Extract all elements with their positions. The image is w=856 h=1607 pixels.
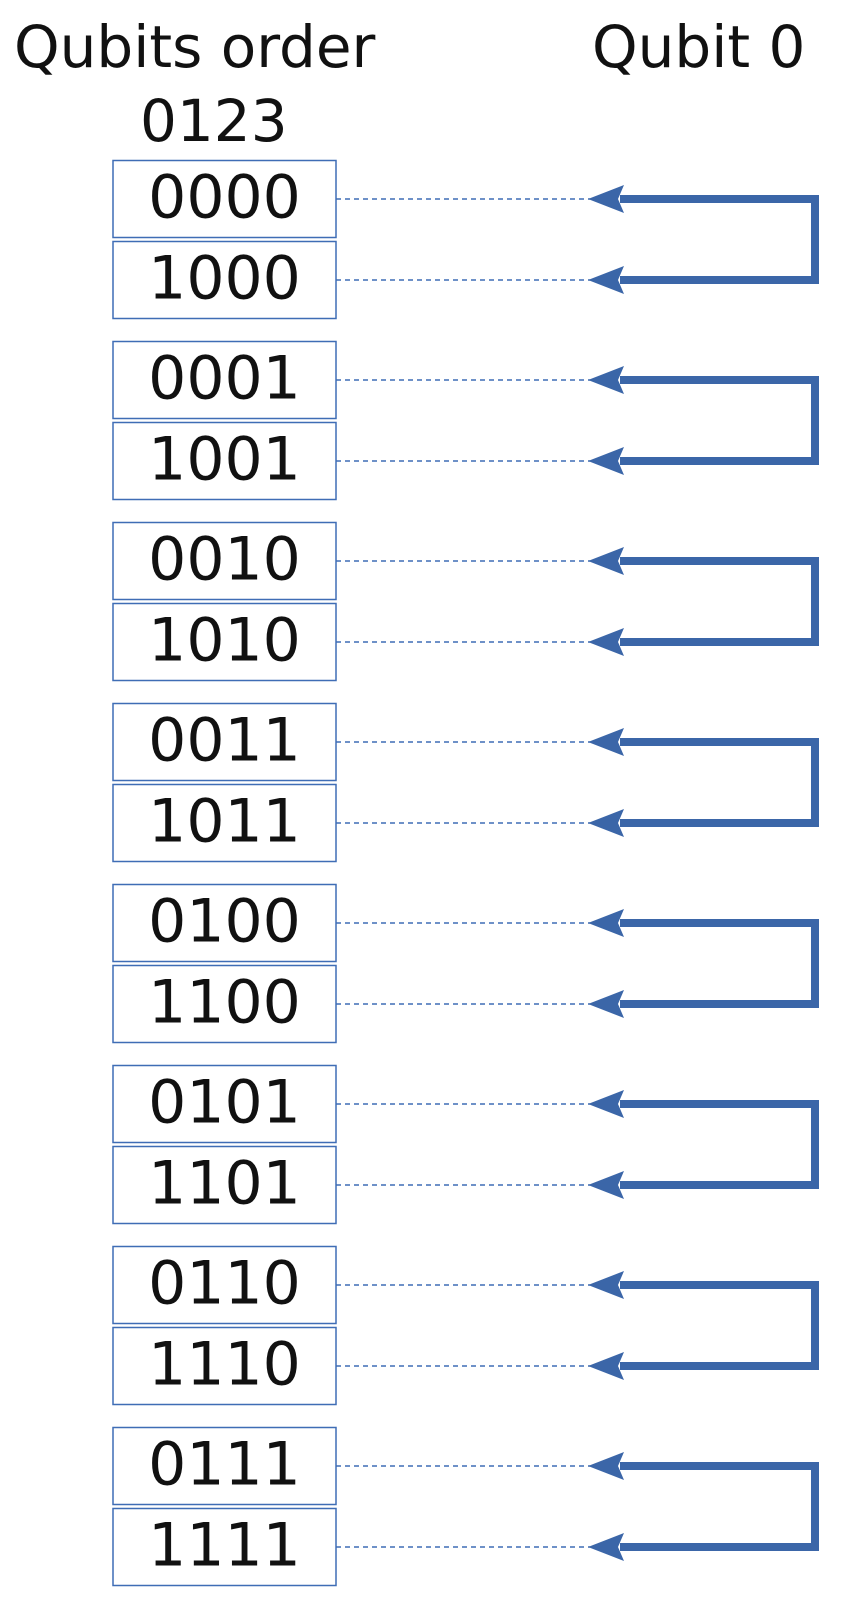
state-box <box>112 1426 337 1506</box>
arrowhead <box>588 547 624 575</box>
state-row: 1100 <box>112 964 590 1044</box>
state-box <box>112 964 337 1044</box>
arrowhead <box>588 809 624 837</box>
state-row: 1000 <box>112 240 590 320</box>
state-label: 1100 <box>148 968 301 1038</box>
state-label: 0000 <box>148 163 301 233</box>
state-box <box>112 521 337 601</box>
pair-bracket-arrow <box>588 366 819 475</box>
pair-arrows <box>588 185 819 1561</box>
state-box <box>112 1064 337 1144</box>
arrowhead <box>588 990 624 1018</box>
arrowhead <box>588 909 624 937</box>
state-row: 0011 <box>112 702 590 782</box>
state-row: 1110 <box>112 1326 590 1406</box>
state-box <box>112 1326 337 1406</box>
state-rows: 0000 1000 0001 1001 0010 1010 0011 1011 0100 1100… <box>112 159 590 1587</box>
state-row: 1011 <box>112 783 590 863</box>
state-label: 1000 <box>148 244 301 314</box>
arrowhead <box>588 1171 624 1199</box>
pair-bracket-arrow <box>588 728 819 837</box>
state-row: 1111 <box>112 1507 590 1587</box>
state-label: 1001 <box>148 425 301 495</box>
arrowhead <box>588 266 624 294</box>
arrowhead <box>588 628 624 656</box>
pair-bracket-arrow <box>588 1452 819 1561</box>
state-label: 1011 <box>148 787 301 857</box>
arrowhead <box>588 1271 624 1299</box>
arrowhead <box>588 1452 624 1480</box>
state-row: 0001 <box>112 340 590 420</box>
state-box <box>112 340 337 420</box>
state-label: 1101 <box>148 1149 301 1219</box>
bracket-line <box>620 557 819 646</box>
state-box <box>112 702 337 782</box>
state-label: 0110 <box>148 1249 301 1319</box>
bracket-line <box>620 1281 819 1370</box>
state-label: 0001 <box>148 344 301 414</box>
pair-bracket-arrow <box>588 1271 819 1380</box>
state-label: 1110 <box>148 1330 301 1400</box>
arrowhead <box>588 728 624 756</box>
state-row: 1001 <box>112 421 590 501</box>
arrowhead <box>588 366 624 394</box>
qubits-order-title: Qubits order <box>14 13 376 81</box>
state-label: 0111 <box>148 1430 301 1500</box>
state-label: 0100 <box>148 887 301 957</box>
state-row: 0110 <box>112 1245 590 1325</box>
bracket-line <box>620 738 819 827</box>
state-label: 1010 <box>148 606 301 676</box>
pair-bracket-arrow <box>588 909 819 1018</box>
arrowhead <box>588 1533 624 1561</box>
arrowhead <box>588 447 624 475</box>
state-row: 0100 <box>112 883 590 963</box>
state-row: 0111 <box>112 1426 590 1506</box>
arrowhead <box>588 1352 624 1380</box>
pair-bracket-arrow <box>588 1090 819 1199</box>
qubits-order-subtitle: 0123 <box>140 87 288 155</box>
bracket-line <box>620 919 819 1008</box>
state-label: 0010 <box>148 525 301 595</box>
state-label: 0101 <box>148 1068 301 1138</box>
arrowhead <box>588 1090 624 1118</box>
bracket-line <box>620 195 819 284</box>
state-row: 1101 <box>112 1145 590 1225</box>
state-label: 1111 <box>148 1511 301 1581</box>
qubit-label: Qubit 0 <box>592 13 806 81</box>
bracket-line <box>620 1100 819 1189</box>
state-row: 0010 <box>112 521 590 601</box>
state-box <box>112 1145 337 1225</box>
state-row: 0000 <box>112 159 590 239</box>
state-box <box>112 783 337 863</box>
state-row: 0101 <box>112 1064 590 1144</box>
state-box <box>112 421 337 501</box>
pair-bracket-arrow <box>588 185 819 294</box>
state-box <box>112 883 337 963</box>
bracket-line <box>620 1462 819 1551</box>
state-label: 0011 <box>148 706 301 776</box>
arrowhead <box>588 185 624 213</box>
bracket-line <box>620 376 819 465</box>
pair-bracket-arrow <box>588 547 819 656</box>
state-box <box>112 602 337 682</box>
state-row: 1010 <box>112 602 590 682</box>
